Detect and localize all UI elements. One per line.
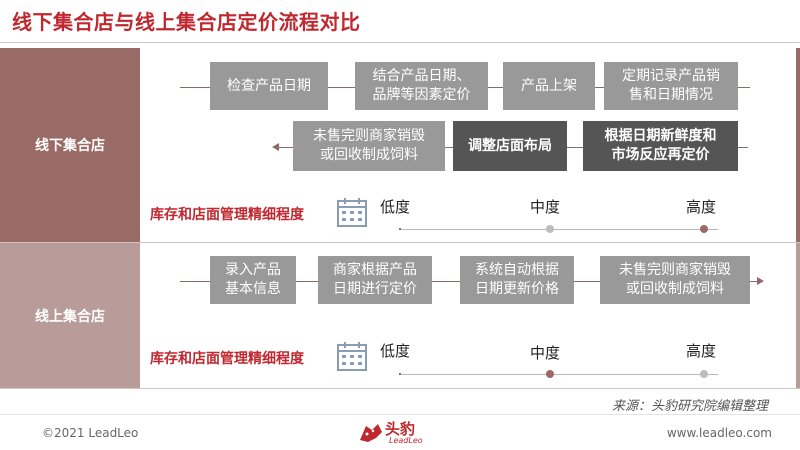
- band-separator: [0, 242, 800, 243]
- offline-level-high: 高度: [686, 198, 717, 216]
- online-step-4: 未售完则商家销毁 或回收制成饲料: [600, 256, 750, 304]
- offline-step-4: 定期记录产品销 售和日期情况: [604, 62, 738, 110]
- offline-step-3: 产品上架: [503, 62, 595, 110]
- offline-step-6: 调整店面布局: [453, 121, 567, 171]
- online-level-low: 低度: [380, 342, 411, 360]
- online-band-label: 线上集合店: [0, 243, 140, 388]
- online-band-edge: [796, 243, 800, 388]
- offline-arrow-left: [272, 143, 279, 151]
- online-arrow-right: [757, 277, 764, 285]
- page-title: 线下集合店与线上集合店定价流程对比: [12, 10, 361, 34]
- offline-level-low: 低度: [380, 198, 411, 216]
- offline-step-7: 未售完则商家销毁 或回收制成饲料: [293, 121, 445, 171]
- online-step-1: 录入产品 基本信息: [210, 256, 296, 304]
- offline-step-2: 结合产品日期、 品牌等因素定价: [355, 62, 488, 110]
- calendar-icon: [337, 342, 367, 371]
- logo-text: 头豹: [385, 420, 416, 438]
- offline-band-edge: [796, 48, 800, 242]
- offline-level-mid: 中度: [530, 198, 561, 216]
- leopard-logo-icon: [360, 424, 382, 442]
- offline-step-1: 检查产品日期: [210, 62, 328, 110]
- calendar-icon: [337, 198, 367, 227]
- source-note: 来源：头豹研究院编辑整理: [611, 399, 768, 414]
- band-bottom-rule: [0, 388, 800, 389]
- online-scale-line: [400, 374, 718, 375]
- online-step-3: 系统自动根据 日期更新价格: [460, 256, 574, 304]
- offline-dot-high: [700, 225, 708, 233]
- offline-scale-line: [400, 229, 718, 230]
- title-divider: [0, 42, 800, 43]
- online-label: 线上集合店: [35, 308, 105, 325]
- online-dot-high: [700, 370, 708, 378]
- offline-dot-mid: [546, 225, 554, 233]
- online-management-label: 库存和店面管理精细程度: [150, 351, 304, 367]
- logo-subtext: LeadLeo: [389, 436, 423, 445]
- offline-management-label: 库存和店面管理精细程度: [150, 207, 304, 223]
- online-level-high: 高度: [686, 342, 717, 360]
- online-scale-start: [399, 373, 401, 375]
- website-link[interactable]: www.leadleo.com: [666, 426, 772, 440]
- copyright: ©2021 LeadLeo: [42, 426, 139, 440]
- offline-label: 线下集合店: [35, 138, 105, 154]
- online-dot-mid: [546, 370, 554, 378]
- online-level-mid: 中度: [530, 344, 561, 362]
- footer-divider: [0, 414, 800, 415]
- offline-scale-start: [399, 228, 401, 230]
- offline-step-5: 根据日期新鲜度和 市场反应再定价: [583, 121, 738, 171]
- online-step-2: 商家根据产品 日期进行定价: [318, 256, 432, 304]
- offline-band-label: 线下集合店: [0, 48, 140, 242]
